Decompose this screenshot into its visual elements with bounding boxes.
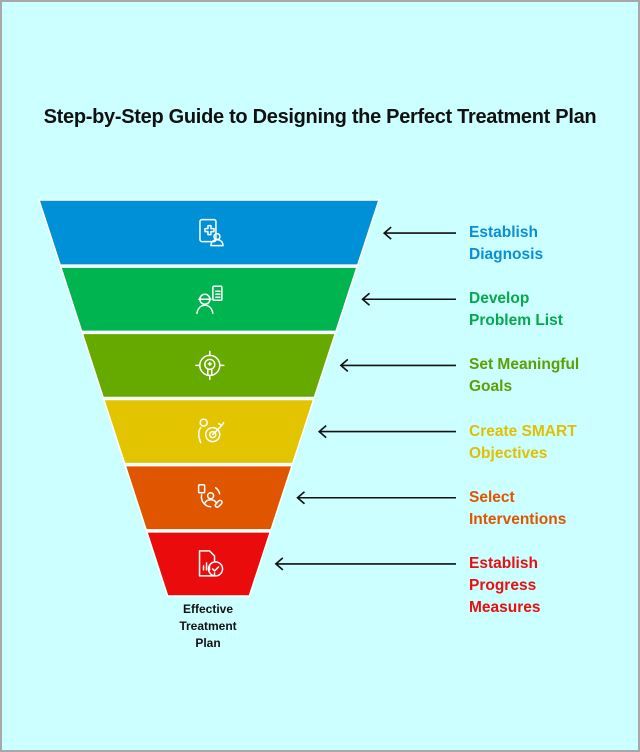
step-label-line: Goals <box>469 378 513 396</box>
step-label-line: Set Meaningful <box>469 356 580 374</box>
step-label-line: Develop <box>469 290 530 308</box>
step-label: Create SMART Objectives <box>469 421 577 465</box>
report-check-icon <box>198 550 224 577</box>
arrow-left-icon <box>274 557 456 571</box>
funnel-band <box>102 398 315 465</box>
arrow-left-icon <box>317 424 456 439</box>
person-pill-cycle-icon <box>197 484 223 508</box>
funnel-band <box>145 531 272 597</box>
step-label-line: Establish <box>469 224 538 242</box>
arrow-left-icon <box>296 491 456 505</box>
step-label-line: Problem List <box>469 312 563 330</box>
target-head-icon <box>195 350 225 381</box>
step-label-line: Objectives <box>469 444 548 462</box>
funnel-bottom-label: Effective Treatment Plan <box>158 601 258 652</box>
funnel-band <box>81 332 337 399</box>
step-label-line: Measures <box>469 598 541 616</box>
page-title: Step-by-Step Guide to Designing the Perf… <box>43 106 597 128</box>
step-label-line: Diagnosis <box>469 246 544 264</box>
bottom-label-line: Effective <box>182 602 234 616</box>
bottom-label-line: Treatment <box>179 619 237 633</box>
arrow-left-icon <box>339 358 456 373</box>
arrow-left-icon <box>382 226 456 240</box>
person-target-arrow-icon <box>198 418 225 444</box>
funnel-band <box>37 199 381 266</box>
step-label-line: Progress <box>469 576 537 594</box>
step-label-line: Establish <box>469 554 538 572</box>
step-label-line: Create SMART <box>469 422 577 440</box>
arrow-left-icon <box>361 292 456 306</box>
step-label-line: Interventions <box>469 510 567 528</box>
step-label-line: Select <box>469 488 515 506</box>
bottom-label-line: Plan <box>195 636 221 650</box>
worker-clipboard-icon <box>196 285 223 314</box>
medical-record-user-icon <box>199 218 224 247</box>
